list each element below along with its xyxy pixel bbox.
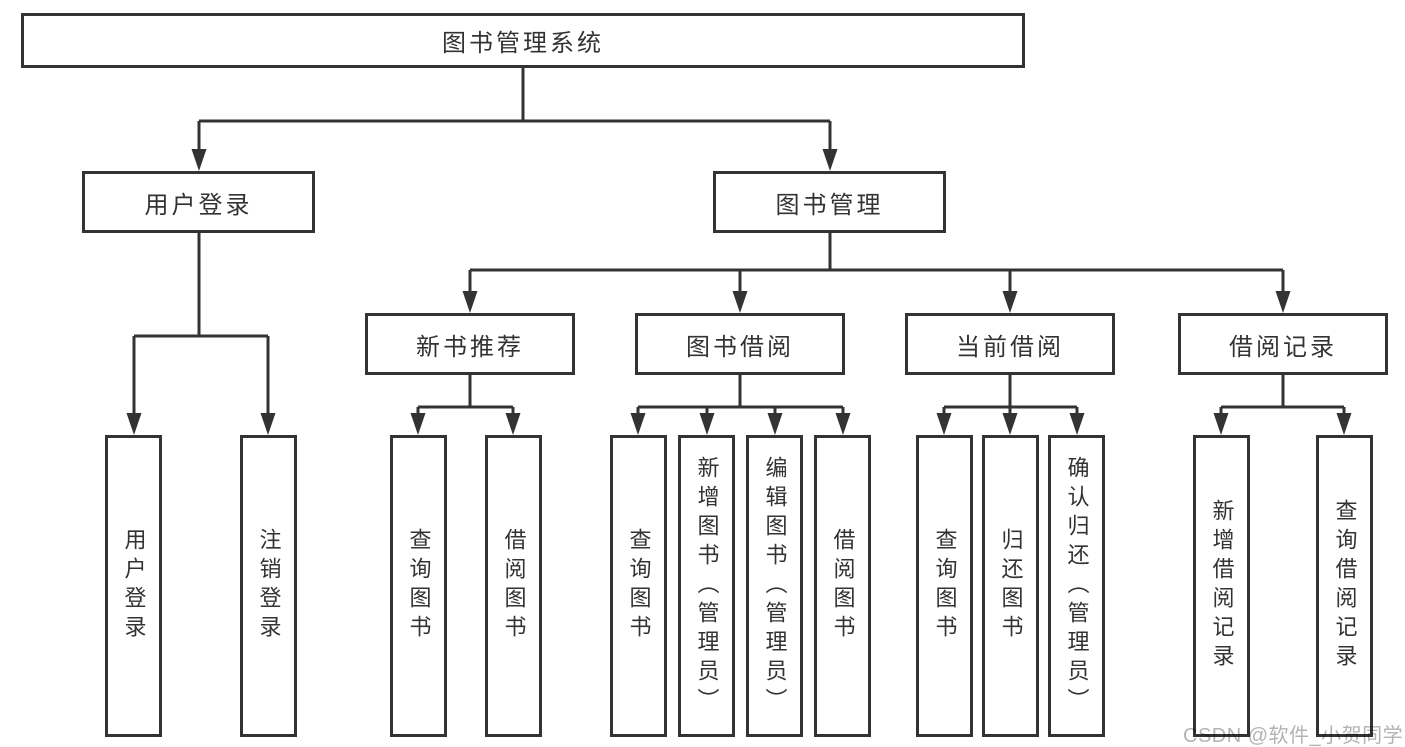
node-borrow-records-label: 借阅记录 (1229, 333, 1337, 361)
node-user-login-label: 用户登录 (144, 191, 253, 219)
leaf-add-books-admin: 新增图书（管理员） (678, 435, 735, 737)
leaf-user-login-label: 用户登录 (121, 528, 147, 644)
leaf-edit-books-admin: 编辑图书（管理员） (746, 435, 803, 737)
leaf-confirm-return-admin-label: 确认归还（管理员） (1064, 455, 1090, 717)
csdn-watermark: CSDN @软件_小贺同学 (1183, 725, 1404, 747)
node-current-borrow: 当前借阅 (905, 313, 1115, 375)
leaf-query-books-borrow: 查询图书 (610, 435, 667, 737)
node-book-borrow-label: 图书借阅 (686, 333, 794, 361)
leaf-logout: 注销登录 (240, 435, 297, 737)
node-new-book-recommend: 新书推荐 (365, 313, 575, 375)
leaf-query-books-current-label: 查询图书 (932, 528, 958, 644)
leaf-query-borrow-record-label: 查询借阅记录 (1332, 499, 1358, 673)
node-library-management-system-label: 图书管理系统 (442, 30, 604, 57)
leaf-borrow-books-recommend-label: 借阅图书 (501, 528, 527, 644)
leaf-return-books-label: 归还图书 (998, 528, 1024, 644)
leaf-query-books-recommend: 查询图书 (390, 435, 447, 737)
node-book-management-label: 图书管理 (775, 191, 884, 219)
leaf-borrow-books-label: 借阅图书 (830, 528, 856, 644)
arrowhead-icons (126, 149, 1352, 435)
tree-edges (132, 68, 1346, 417)
leaf-borrow-books: 借阅图书 (814, 435, 871, 737)
leaf-add-borrow-record: 新增借阅记录 (1193, 435, 1250, 737)
node-library-management-system: 图书管理系统 (21, 13, 1025, 68)
leaf-add-books-admin-label: 新增图书（管理员） (694, 455, 720, 717)
leaf-add-borrow-record-label: 新增借阅记录 (1209, 499, 1235, 673)
node-new-book-recommend-label: 新书推荐 (416, 333, 524, 361)
leaf-return-books: 归还图书 (982, 435, 1039, 737)
leaf-query-books-current: 查询图书 (916, 435, 973, 737)
leaf-query-books-borrow-label: 查询图书 (626, 528, 652, 644)
leaf-query-borrow-record: 查询借阅记录 (1316, 435, 1373, 737)
leaf-logout-label: 注销登录 (256, 528, 282, 644)
node-borrow-records: 借阅记录 (1178, 313, 1388, 375)
node-user-login: 用户登录 (82, 171, 315, 233)
leaf-confirm-return-admin: 确认归还（管理员） (1048, 435, 1105, 737)
node-book-management: 图书管理 (713, 171, 946, 233)
leaf-user-login: 用户登录 (105, 435, 162, 737)
leaf-edit-books-admin-label: 编辑图书（管理员） (762, 455, 788, 717)
node-current-borrow-label: 当前借阅 (956, 333, 1064, 361)
node-book-borrow: 图书借阅 (635, 313, 845, 375)
leaf-query-books-recommend-label: 查询图书 (406, 528, 432, 644)
leaf-borrow-books-recommend: 借阅图书 (485, 435, 542, 737)
